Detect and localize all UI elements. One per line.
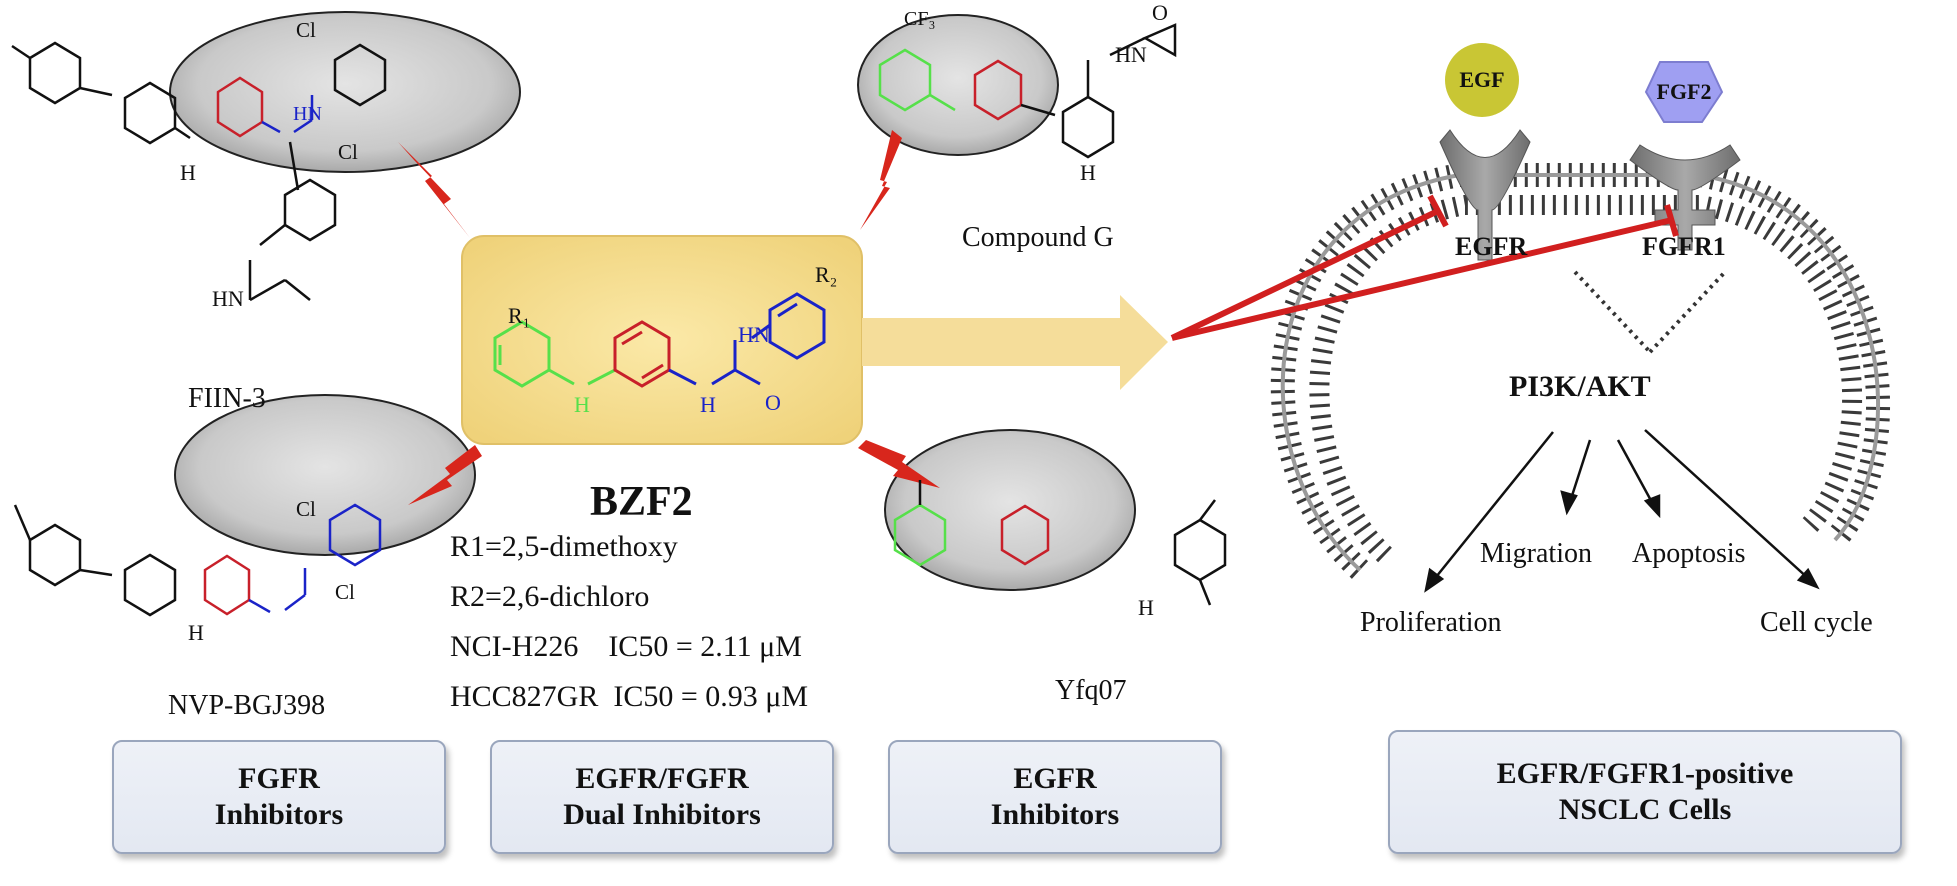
atom-hn-4: HN [1115,42,1147,67]
bzf2-box [461,235,863,445]
atom-hn-2: HN [212,286,244,311]
box-label-1: FGFR [238,762,320,795]
bzf2-line-hcc: HCC827GR IC50 = 0.93 μM [450,680,809,713]
inhibition-lines [1170,194,1679,341]
box-label-2: Dual Inhibitors [563,798,761,831]
nvp-structure [13,503,382,617]
atom-h-6: H [1138,595,1154,620]
proliferation-label: Proliferation [1360,607,1502,638]
egfr-inhibitors-box: EGFR Inhibitors [888,740,1222,854]
atom-hn-1: HN [293,103,322,125]
pi3k-akt-label: PI3K/AKT [1509,370,1651,403]
atom-hn-3: HN [738,322,770,347]
atom-cl-4: Cl [335,580,355,604]
atom-cl-1: Cl [296,18,316,42]
signal-dashes [1573,270,1727,354]
atom-h-1: H [180,160,196,185]
fgfr-inhibitors-box: FGFR Inhibitors [112,740,446,854]
apoptosis-label: Apoptosis [1632,538,1746,569]
atom-cl-3: Cl [296,497,316,521]
yfq07-label: Yfq07 [1055,675,1127,706]
atom-h-3: H [574,392,590,417]
box-label-2: Inhibitors [214,798,344,831]
fiin3-label: FIIN-3 [188,383,266,414]
dual-inhibitors-box: EGFR/FGFR Dual Inhibitors [490,740,834,854]
egf-label: EGF [1459,67,1505,92]
bzf2-line-r1: R1=2,5-dimethoxy [450,530,678,563]
atom-r1: R₁ [508,303,531,328]
box-label-1: EGFR/FGFR [575,762,749,795]
box-label-1: EGFR/FGFR1-positive [1496,757,1794,790]
fiin3-structure [11,41,387,302]
nvp-oval [174,394,476,556]
atom-cf3: CF₃ [904,8,936,30]
atom-h-2: H [188,620,204,645]
pathway-arrows [1424,429,1820,593]
atom-h-4: H [700,392,716,417]
bolt-compound-g [860,130,902,230]
egfr-label: EGFR [1455,232,1528,261]
box-label-2: Inhibitors [990,798,1120,831]
fgfr1-label: FGFR1 [1642,232,1726,261]
atom-cl-2: Cl [338,140,358,164]
atom-o-1: O [765,390,781,415]
compound-g-oval [857,14,1059,156]
bzf2-title: BZF2 [590,479,693,525]
fgf2-ligand [1644,61,1724,123]
atom-o-2: O [1152,0,1168,25]
bolt-yfq07 [858,440,940,488]
yfq07-structure [893,480,1227,606]
bzf2-structure [493,292,826,388]
migration-label: Migration [1480,538,1592,569]
bolt-fiin3 [398,142,470,238]
bzf2-line-nci: NCI-H226 IC50 = 2.11 μM [450,630,802,663]
egf-ligand [1445,43,1519,117]
atom-r2: R₂ [815,262,838,287]
nsclc-cells-box: EGFR/FGFR1-positive NSCLC Cells [1388,730,1902,854]
box-label-1: EGFR [1013,762,1097,795]
atom-h-5: H [1080,160,1096,185]
fgf2-label: FGF2 [1656,79,1712,104]
compound-g-label: Compound G [962,222,1114,253]
bzf2-line-r2: R2=2,6-dichloro [450,580,650,613]
bolt-nvp [408,445,482,505]
nvp-label: NVP-BGJ398 [168,690,326,721]
big-arrow [862,295,1168,390]
box-label-2: NSCLC Cells [1558,793,1732,826]
egfr-receptor [1439,129,1531,261]
fiin3-oval [169,11,521,173]
yfq07-oval [884,429,1136,591]
compound-g-structure [878,23,1177,159]
cell-cycle-label: Cell cycle [1760,607,1873,638]
